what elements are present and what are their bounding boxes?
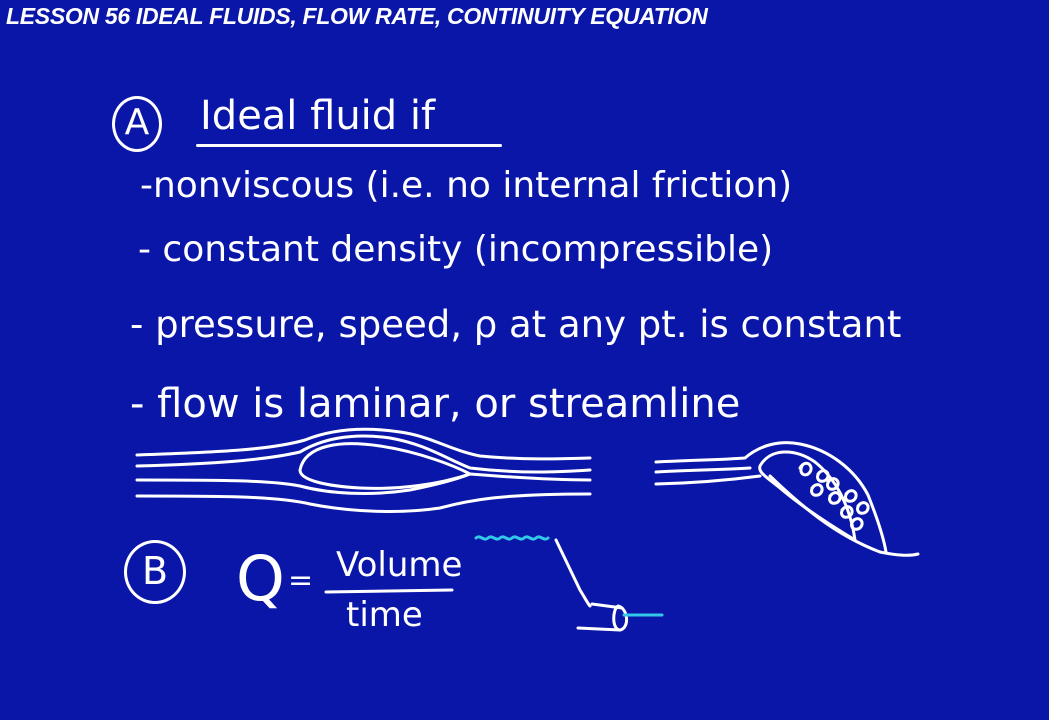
streamline xyxy=(135,434,592,474)
streamline xyxy=(654,466,752,474)
streamline xyxy=(135,492,592,513)
flow-rate-symbol: Q xyxy=(236,542,285,615)
fraction-bar xyxy=(324,588,454,594)
slide-title: LESSON 56 IDEAL FLUIDS, FLOW RATE, CONTI… xyxy=(6,3,708,29)
streamline xyxy=(654,441,802,464)
fraction-numerator: Volume xyxy=(336,545,463,585)
bullet-nonviscous: -nonviscous (i.e. no internal friction) xyxy=(140,165,793,206)
bullet-pressure-speed: - pressure, speed, ρ at any pt. is const… xyxy=(130,303,902,346)
section-a-heading: Ideal fluid if xyxy=(200,93,436,139)
tank-wall xyxy=(554,538,592,608)
section-b-letter: B xyxy=(141,549,169,593)
fraction-denominator: time xyxy=(346,595,423,635)
water-surface xyxy=(474,535,550,541)
obstacle xyxy=(298,442,472,490)
equals-sign: = xyxy=(288,563,314,598)
bullet-constant-density: - constant density (incompressible) xyxy=(138,229,774,270)
bullet-laminar-flow: - flow is laminar, or streamline xyxy=(130,381,741,427)
spout-opening xyxy=(612,604,628,632)
streamline xyxy=(798,442,888,554)
streamline xyxy=(654,474,762,486)
streamline xyxy=(135,427,592,461)
section-a-marker: A xyxy=(112,96,162,152)
streamline xyxy=(768,474,920,557)
section-a-letter: A xyxy=(124,102,150,143)
streamline xyxy=(135,472,592,495)
section-b-marker: B xyxy=(124,540,186,604)
heading-underline xyxy=(196,144,502,147)
turbulence xyxy=(798,461,870,531)
